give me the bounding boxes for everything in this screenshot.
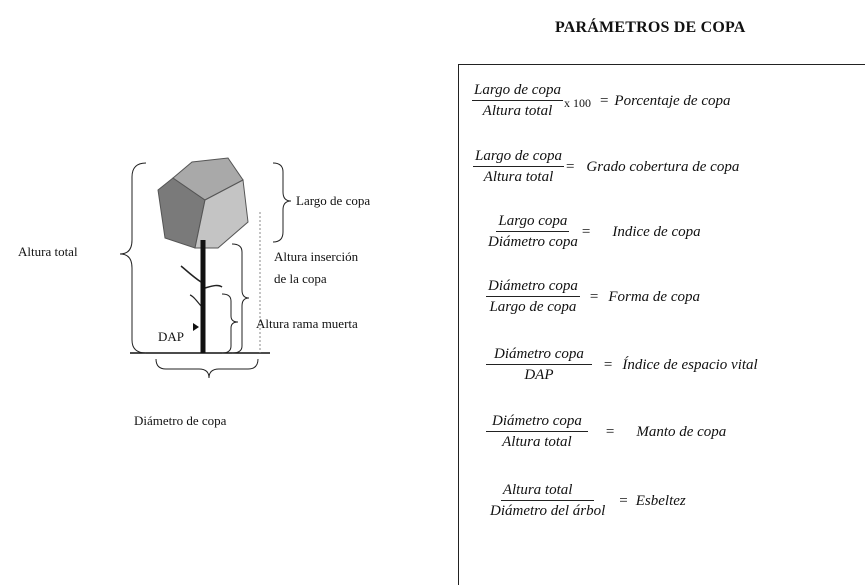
denominator: Altura total bbox=[502, 434, 572, 450]
formula-result: Grado cobertura de copa bbox=[586, 158, 740, 175]
equals-sign: = bbox=[599, 92, 609, 109]
altura-total-label: Altura total bbox=[18, 244, 78, 259]
denominator: Largo de copa bbox=[489, 299, 577, 315]
altura-insercion-label-line1: Altura inserción bbox=[274, 249, 359, 264]
fraction: Largo de copa Altura total bbox=[472, 82, 563, 120]
equals-sign: = bbox=[589, 288, 599, 305]
formula-porcentaje-copa: Largo de copa Altura total x 100 = Porce… bbox=[472, 82, 731, 120]
formula-result: Manto de copa bbox=[636, 423, 727, 440]
crown-top-face bbox=[172, 157, 244, 201]
dap-label: DAP bbox=[158, 329, 184, 344]
fraction: Diámetro copa DAP bbox=[486, 346, 592, 384]
formula-result: Porcentaje de copa bbox=[614, 92, 731, 109]
numerator: Largo copa bbox=[496, 213, 570, 232]
dead-branch-left bbox=[180, 265, 202, 283]
altura-insercion-label-line2: de la copa bbox=[274, 271, 327, 286]
numerator: Diámetro copa bbox=[486, 413, 588, 432]
altura-rama-muerta-brace bbox=[221, 293, 239, 354]
numerator: Largo de copa bbox=[472, 82, 563, 101]
formula-esbeltez: Altura total Diámetro del árbol = Esbelt… bbox=[488, 482, 686, 520]
equals-sign: = bbox=[605, 423, 615, 440]
formula-result: Indice de copa bbox=[612, 223, 701, 240]
crown-front-face bbox=[194, 179, 249, 249]
page-title: PARÁMETROS DE COPA bbox=[555, 19, 746, 36]
diametro-copa-brace bbox=[155, 358, 259, 379]
denominator: DAP bbox=[524, 367, 554, 383]
altura-total-brace bbox=[119, 162, 147, 354]
tree-diagram: Altura total Largo de copa Altura inserc… bbox=[18, 157, 370, 428]
denominator: Diámetro del árbol bbox=[490, 503, 606, 519]
formula-box bbox=[458, 64, 865, 585]
fraction: Largo copa Diámetro copa bbox=[486, 213, 580, 251]
formula-grado-cobertura: Largo de copa Altura total = Grado cober… bbox=[473, 148, 739, 186]
formula-manto-copa: Diámetro copa Altura total = Manto de co… bbox=[486, 413, 726, 451]
largo-copa-brace bbox=[272, 162, 292, 243]
equals-sign: = bbox=[565, 158, 575, 175]
formula-result: Índice de espacio vital bbox=[622, 356, 758, 373]
fraction: Altura total Diámetro del árbol bbox=[488, 482, 607, 520]
largo-copa-label: Largo de copa bbox=[296, 193, 370, 208]
formula-result: Forma de copa bbox=[608, 288, 700, 305]
altura-rama-muerta-label: Altura rama muerta bbox=[256, 316, 358, 331]
formula-indice-espacio-vital: Diámetro copa DAP = Índice de espacio vi… bbox=[486, 346, 758, 384]
fraction: Largo de copa Altura total bbox=[473, 148, 564, 186]
equals-sign: = bbox=[619, 492, 628, 509]
formula-forma-copa: Diámetro copa Largo de copa = Forma de c… bbox=[486, 278, 700, 316]
denominator: Diámetro copa bbox=[488, 234, 578, 250]
dead-branch-small bbox=[189, 294, 202, 307]
formula-indice-copa: Largo copa Diámetro copa = Indice de cop… bbox=[486, 213, 701, 251]
diametro-copa-label: Diámetro de copa bbox=[134, 413, 227, 428]
fraction: Diámetro copa Largo de copa bbox=[486, 278, 580, 316]
denominator: Altura total bbox=[483, 169, 554, 185]
dap-arrow bbox=[193, 323, 199, 331]
equals-sign: = bbox=[603, 356, 613, 373]
altura-insercion-brace bbox=[231, 243, 250, 354]
equals-sign: = bbox=[581, 223, 591, 240]
numerator: Diámetro copa bbox=[486, 278, 580, 297]
denominator: Altura total bbox=[482, 103, 553, 119]
numerator: Altura total bbox=[500, 482, 595, 501]
formula-result: Esbeltez bbox=[635, 492, 686, 509]
dead-branch-right bbox=[204, 284, 223, 289]
fraction: Diámetro copa Altura total bbox=[486, 413, 588, 451]
numerator: Diámetro copa bbox=[486, 346, 592, 365]
times-100: x 100 bbox=[563, 95, 591, 110]
numerator: Largo de copa bbox=[473, 148, 564, 167]
